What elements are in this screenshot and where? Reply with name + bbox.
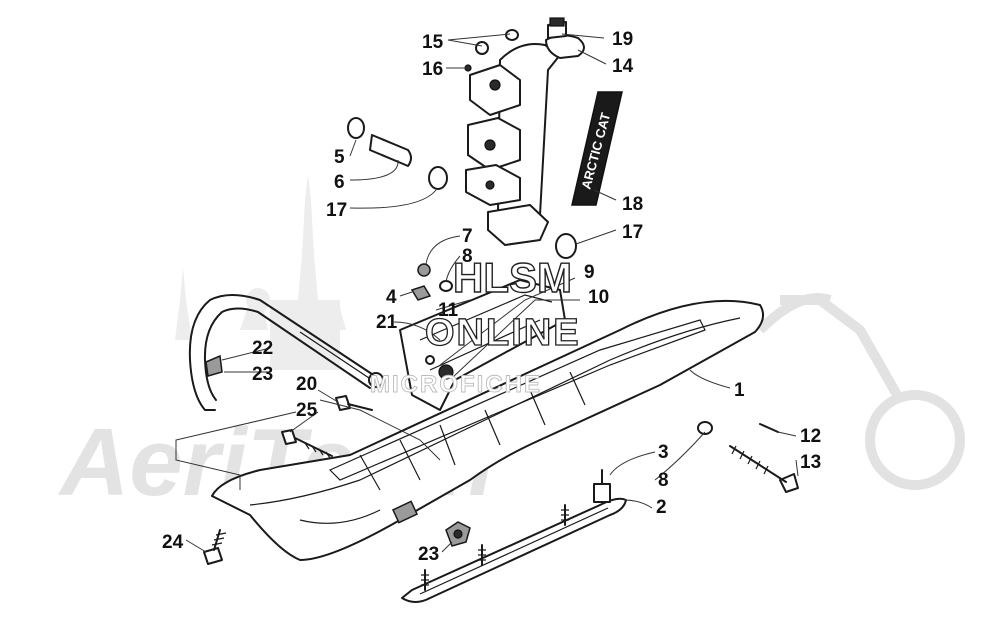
callout-1: 1 — [734, 380, 745, 401]
callout-19: 19 — [612, 29, 633, 50]
watermark-online: ONLINE — [425, 312, 581, 354]
callout-25: 25 — [296, 400, 318, 421]
callout-6: 6 — [334, 172, 345, 193]
leader-lines — [175, 33, 799, 553]
watermark-microfiche: MICROFICHE — [370, 371, 542, 398]
callout-5: 5 — [334, 147, 345, 168]
callout-10: 10 — [588, 287, 609, 308]
motorcycle-silhouette — [756, 293, 965, 490]
callout-7: 7 — [462, 226, 473, 247]
callout-22: 22 — [252, 338, 273, 359]
callout-13: 13 — [800, 452, 821, 473]
callout-11: 11 — [438, 300, 459, 321]
skyline-silhouette — [175, 175, 346, 370]
callout-2: 2 — [656, 497, 667, 518]
wear-bar-studs — [421, 504, 569, 591]
spindle-assembly — [465, 17, 585, 246]
callout-24: 24 — [162, 532, 184, 553]
hardware-parts — [203, 29, 799, 565]
watermark-hlsm: HLSM — [453, 254, 572, 301]
callout-9: 9 — [584, 262, 595, 283]
callout-3: 3 — [658, 442, 669, 463]
ski-body — [211, 299, 765, 561]
callout-4: 4 — [386, 287, 397, 308]
callout-8-upper: 8 — [462, 246, 473, 267]
callout-17-upper: 17 — [326, 200, 347, 221]
callout-21: 21 — [376, 312, 398, 333]
callout-14: 14 — [612, 56, 634, 77]
callout-15: 15 — [422, 32, 444, 53]
site-watermark: HLSM ONLINE MICROFICHE — [370, 253, 581, 398]
callout-16: 16 — [422, 59, 443, 80]
callout-18: 18 — [622, 194, 643, 215]
ski-loop — [188, 294, 384, 411]
decal: ARCTIC CAT — [571, 91, 623, 206]
callout-23-lower: 23 — [418, 544, 439, 565]
wear-bar — [401, 497, 627, 603]
callout-23-upper: 23 — [252, 364, 273, 385]
callout-12: 12 — [800, 426, 821, 447]
callout-17-lower: 17 — [622, 222, 643, 243]
callout-20: 20 — [296, 374, 317, 395]
callout-8-lower: 8 — [658, 470, 669, 491]
callout-labels: 15 19 16 14 5 6 17 18 17 7 8 9 4 11 10 2… — [162, 29, 821, 565]
